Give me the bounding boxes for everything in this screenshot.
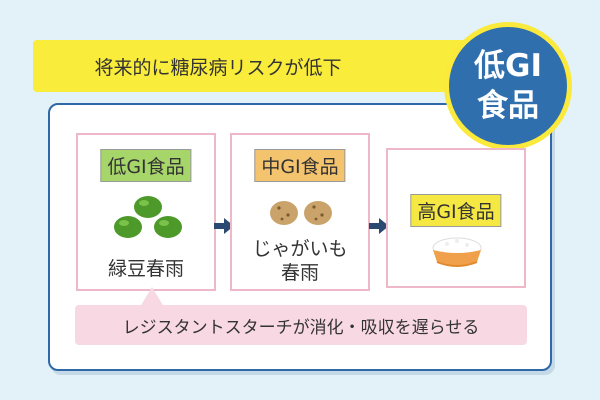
badge-line-2: 食品 — [477, 88, 539, 124]
low-gi-label: 低GI食品 — [100, 149, 192, 182]
speech-bubble-tail — [140, 287, 164, 307]
arrow-right-icon — [369, 218, 389, 234]
mid-gi-label: 中GI食品 — [254, 149, 346, 182]
note-text: レジスタントスターチが消化・吸収を遅らせる — [122, 317, 480, 338]
high-gi-card: 高GI食品 — [386, 148, 526, 288]
mid-gi-food-name-line1: じゃがいも — [252, 238, 348, 260]
high-gi-label: 高GI食品 — [410, 194, 502, 227]
low-gi-card: 低GI食品 緑豆春雨 — [76, 133, 216, 291]
mid-gi-food-name-line2: 春雨 — [280, 262, 319, 284]
resistant-starch-note: レジスタントスターチが消化・吸収を遅らせる — [75, 305, 527, 345]
arrow-right-icon — [214, 218, 234, 234]
mung-bean-icon — [114, 196, 182, 238]
badge-line-1: 低GI — [474, 48, 542, 84]
headline-text: 将来的に糖尿病リスクが低下 — [94, 56, 342, 79]
rice-bowl-icon — [432, 237, 482, 267]
low-gi-food-name: 緑豆春雨 — [107, 258, 184, 280]
low-gi-food-badge: 低GI 食品 — [444, 22, 572, 150]
mid-gi-card: 中GI食品 じゃがいも 春雨 — [230, 133, 370, 291]
potato-icon — [270, 201, 332, 225]
headline-banner: 将来的に糖尿病リスクが低下 — [33, 40, 513, 92]
